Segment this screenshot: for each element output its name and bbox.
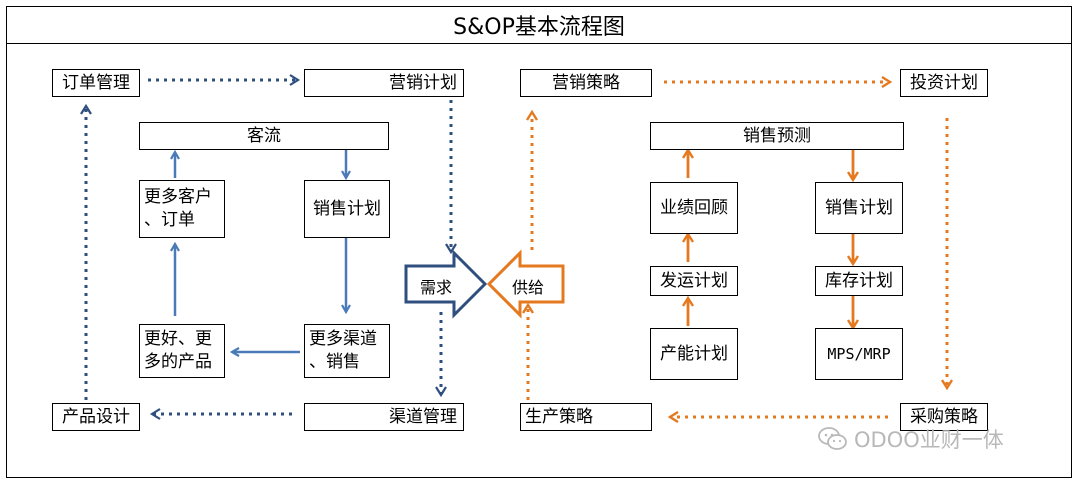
product-design-box: 产品设计 (52, 403, 140, 431)
demand-label: 需求 (420, 278, 453, 297)
left-sales-plan-box: 销售计划 (304, 180, 390, 238)
more-channels-box: 更多渠道 、销售 (304, 324, 390, 378)
production-strategy-box: 生产策略 (520, 403, 652, 431)
diagram-title: S&OP基本流程图 (6, 6, 1072, 44)
better-products-line2: 多的产品 (144, 352, 212, 372)
wechat-icon (818, 427, 847, 450)
demand-block-arrow (404, 249, 488, 319)
order-mgmt-box: 订单管理 (52, 69, 140, 97)
performance-review-box: 业绩回顾 (650, 182, 738, 234)
sales-forecast-box: 销售预测 (650, 122, 904, 150)
traffic-box: 客流 (139, 122, 389, 150)
more-customers-box: 更多客户 、订单 (139, 180, 225, 238)
more-channels-line2: 、销售 (309, 352, 360, 372)
channel-mgmt-box: 渠道管理 (304, 403, 464, 431)
marketing-plan-box: 营销计划 (304, 69, 464, 97)
right-sales-plan-box: 销售计划 (815, 182, 903, 234)
watermark: ODOO业财一体 (818, 424, 1004, 454)
mps-mrp-box: MPS/MRP (815, 328, 903, 380)
supply-label: 供给 (512, 278, 545, 297)
inventory-plan-box: 库存计划 (815, 266, 903, 296)
investment-plan-box: 投资计划 (900, 69, 988, 97)
better-products-line1: 更好、更 (144, 329, 212, 350)
more-customers-line1: 更多客户 (144, 187, 212, 208)
more-customers-line2: 、订单 (144, 210, 195, 230)
capacity-plan-box: 产能计划 (650, 328, 738, 380)
watermark-text: ODOO业财一体 (854, 428, 1004, 452)
more-channels-line1: 更多渠道 (309, 329, 377, 350)
shipping-plan-box: 发运计划 (650, 266, 738, 296)
supply-block-arrow (486, 249, 565, 319)
diagram-frame (6, 6, 1072, 478)
better-products-box: 更好、更 多的产品 (139, 324, 225, 378)
marketing-strategy-box: 营销策略 (520, 69, 652, 97)
procurement-strategy-box: 采购策略 (900, 403, 988, 431)
